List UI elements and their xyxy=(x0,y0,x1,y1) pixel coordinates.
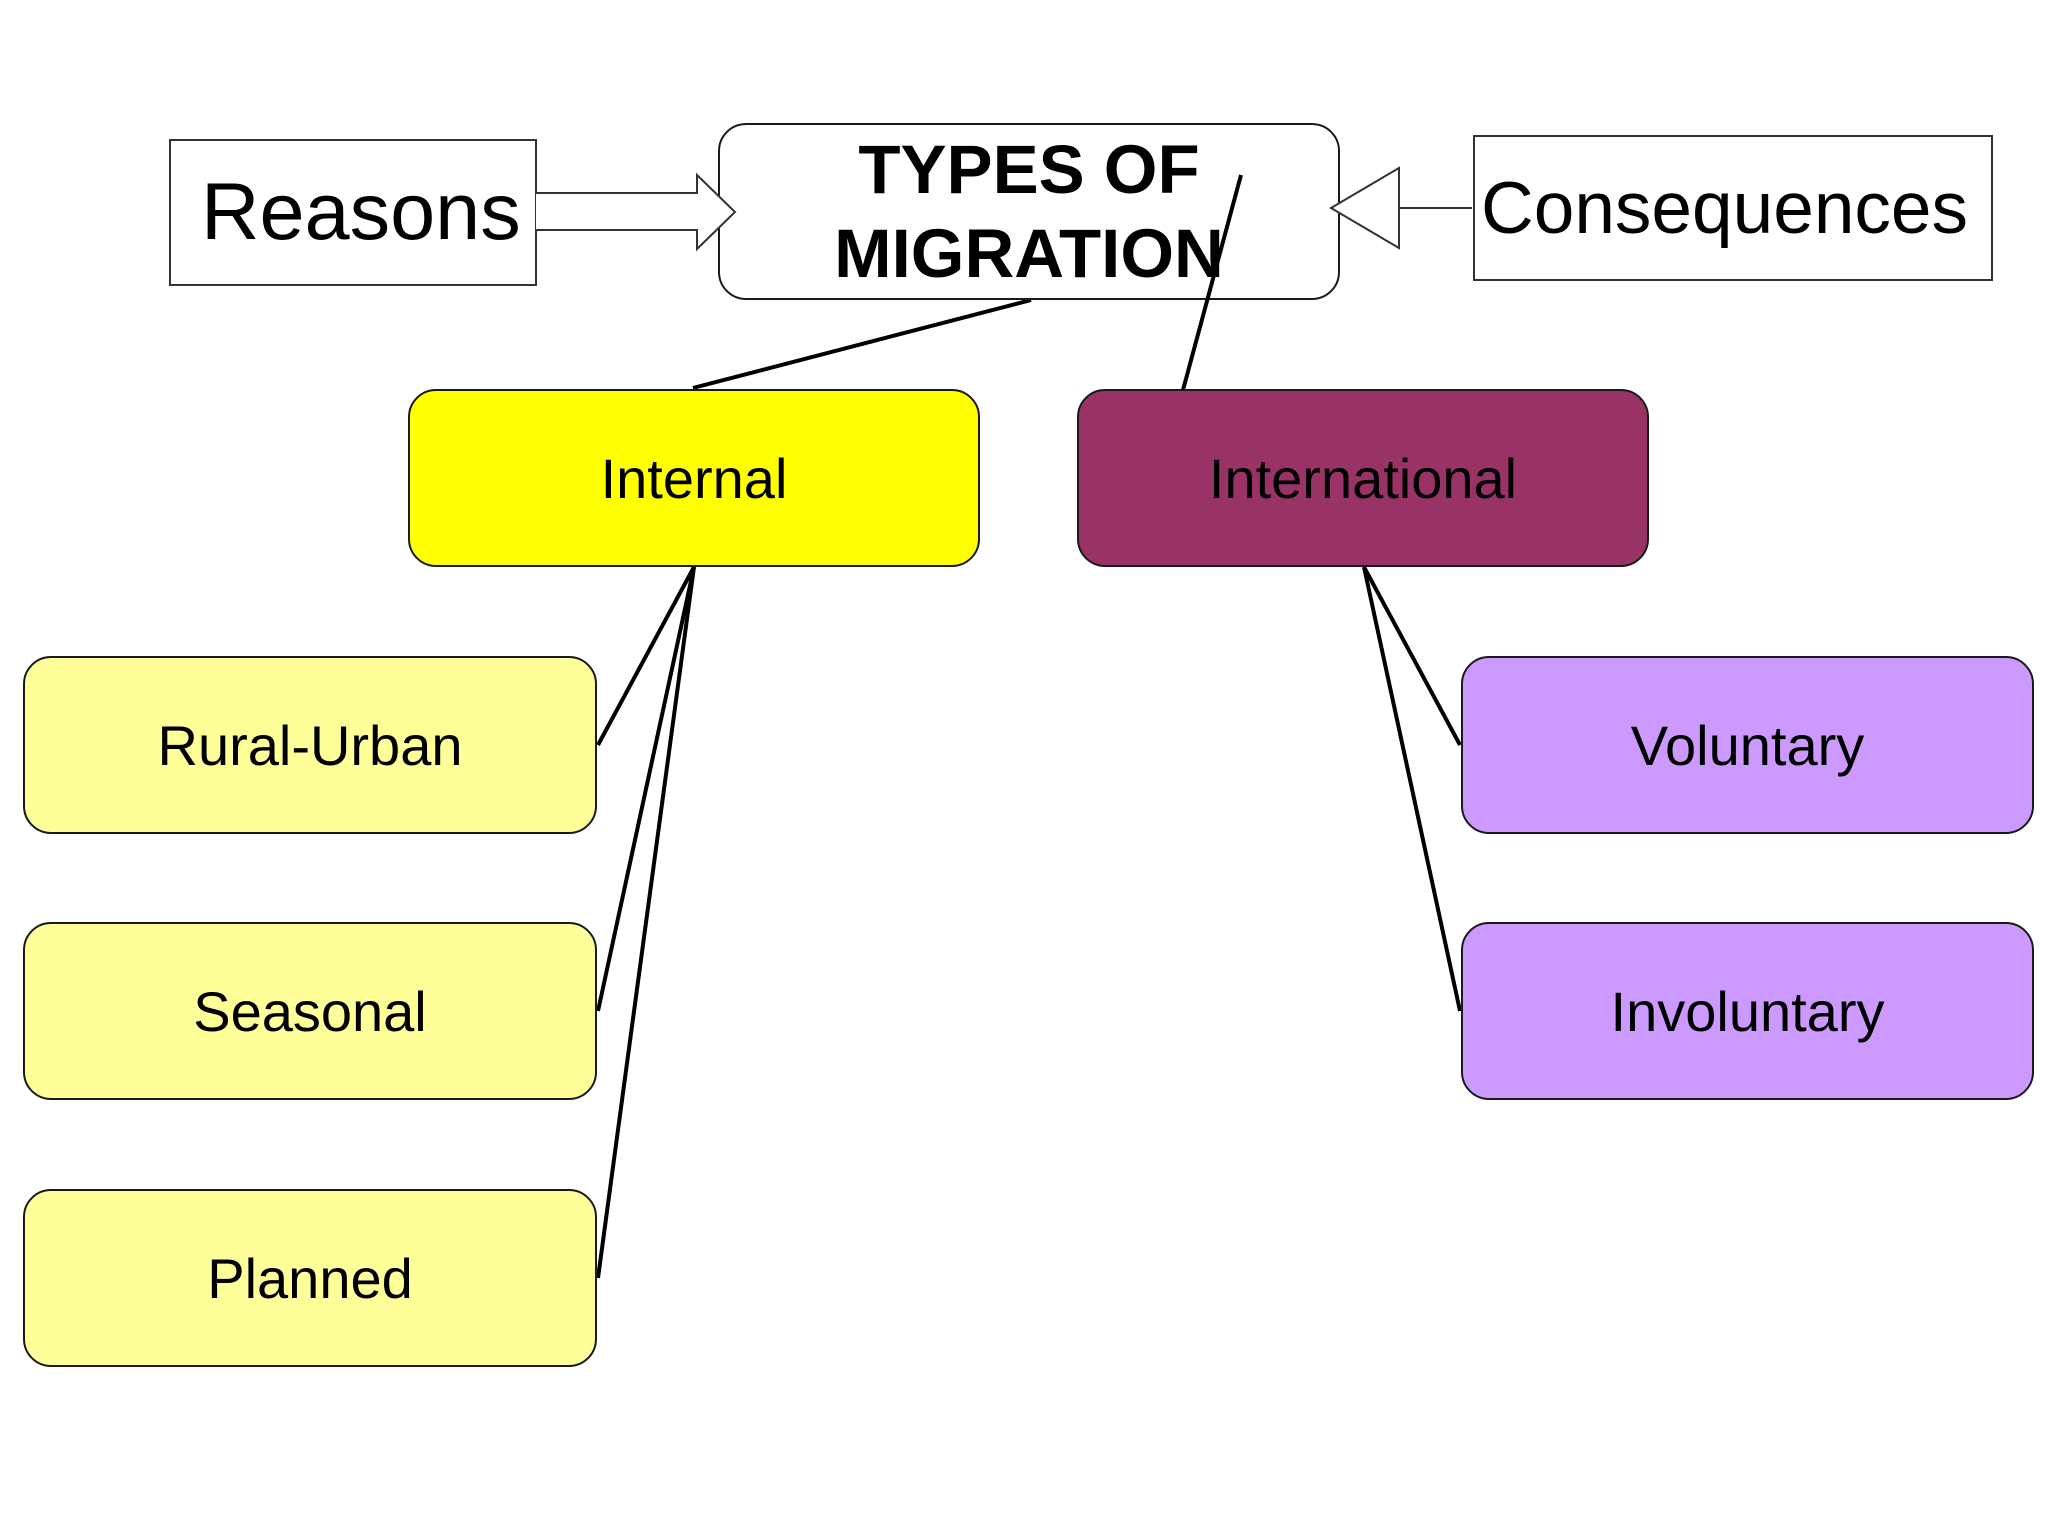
title-line-2: MIGRATION xyxy=(834,214,1224,292)
voluntary-label: Voluntary xyxy=(1630,713,1865,777)
planned-box: Planned xyxy=(23,1189,597,1367)
reasons-box: Reasons xyxy=(169,139,537,286)
title-box: TYPES OF MIGRATION xyxy=(718,123,1340,300)
consequences-box: Consequences xyxy=(1473,135,1993,281)
international-label: International xyxy=(1208,446,1518,510)
connector-internal-planned xyxy=(596,566,696,1279)
connector-international-involuntary xyxy=(1362,566,1462,1012)
connector-title-internal xyxy=(692,298,1032,390)
connector-internal-seasonal xyxy=(596,566,696,1012)
reasons-arrow xyxy=(536,172,737,252)
title-line-1: TYPES OF xyxy=(858,130,1200,208)
connector-internal-rural-urban xyxy=(596,566,696,746)
internal-box: Internal xyxy=(408,389,980,567)
internal-label: Internal xyxy=(600,446,788,510)
involuntary-box: Involuntary xyxy=(1461,922,2034,1100)
involuntary-label: Involuntary xyxy=(1610,979,1885,1043)
rural-urban-box: Rural-Urban xyxy=(23,656,597,834)
planned-label: Planned xyxy=(207,1246,413,1310)
consequences-label: Consequences xyxy=(1481,167,1969,249)
connector-international-voluntary xyxy=(1362,566,1462,746)
rural-urban-label: Rural-Urban xyxy=(157,713,463,777)
voluntary-box: Voluntary xyxy=(1461,656,2034,834)
reasons-label: Reasons xyxy=(201,167,521,257)
international-box: International xyxy=(1077,389,1649,567)
consequences-arrowhead xyxy=(1329,166,1400,250)
seasonal-label: Seasonal xyxy=(193,979,427,1043)
seasonal-box: Seasonal xyxy=(23,922,597,1100)
